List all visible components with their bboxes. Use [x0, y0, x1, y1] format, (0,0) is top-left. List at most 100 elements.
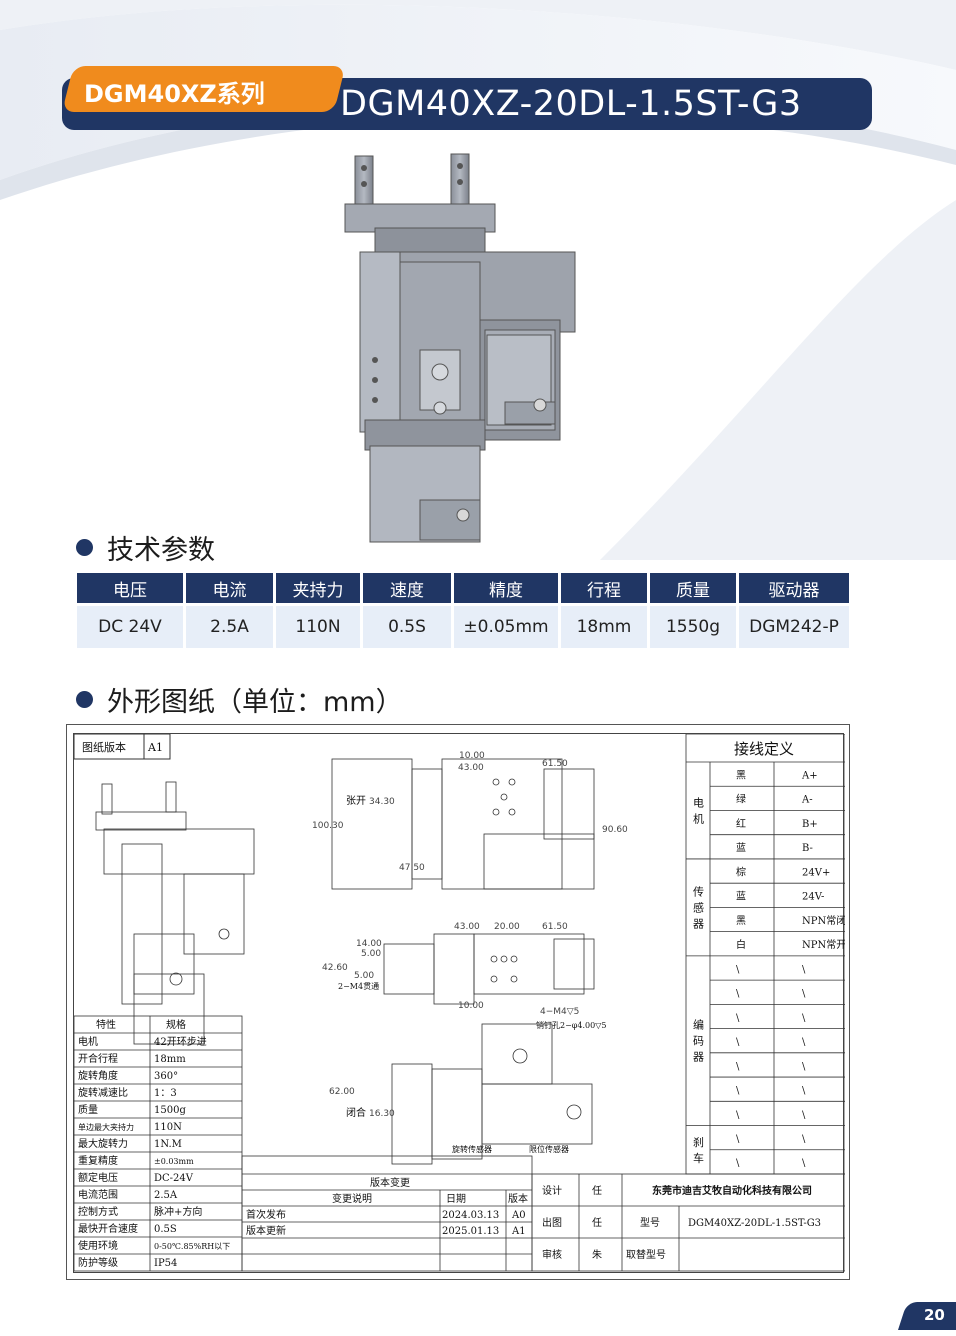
dim-text: 14.00: [356, 939, 382, 949]
wiring-color: \: [736, 1037, 740, 1048]
tb-review-by: 朱: [592, 1249, 602, 1261]
change-cell: 版本更新: [246, 1224, 286, 1237]
version-label: 图纸版本: [82, 740, 126, 754]
wiring-signal: \: [802, 989, 806, 1000]
dim-text: 43.00: [458, 763, 484, 773]
change-header: 日期: [446, 1193, 466, 1205]
spec-list-value: 2.5A: [154, 1190, 178, 1201]
wiring-color: \: [736, 1013, 740, 1024]
wiring-signal: \: [802, 964, 806, 975]
dim-text: 4−M4▽5: [540, 1007, 579, 1017]
wiring-signal: NPN常闭: [802, 914, 845, 927]
spec-header: 电压: [77, 573, 183, 603]
bullet-icon: [76, 539, 93, 556]
tb-drawn: 出图: [542, 1216, 562, 1229]
dim-text: 销钉孔2−φ4.00▽5: [536, 1020, 606, 1030]
dim-text: 限位传感器: [529, 1144, 569, 1154]
wiring-group-label: 电: [693, 796, 704, 809]
product-image: [344, 153, 576, 543]
wiring-signal: \: [802, 1110, 806, 1121]
tb-replace: 取替型号: [626, 1248, 666, 1261]
wiring-color: 蓝: [736, 842, 746, 854]
wiring-color: \: [736, 1086, 740, 1097]
dim-text: 5.00: [361, 949, 381, 959]
iso-sketch: [95, 781, 255, 1045]
wiring-group-label: 刹: [693, 1136, 704, 1149]
spec-value-row: DC 24V 2.5A 110N 0.5S ±0.05mm 18mm 1550g…: [77, 606, 849, 648]
spec-list-key: 单边最大夹持力: [78, 1122, 134, 1132]
spec-list-value: IP54: [154, 1258, 177, 1269]
change-table: [241, 1155, 533, 1272]
wiring-signal: A+: [801, 770, 818, 781]
spec-header: 质量: [650, 573, 736, 603]
view-side: [383, 933, 595, 1005]
spec-table: 电压 电流 夹持力 速度 精度 行程 质量 驱动器 DC 24V 2.5A 11…: [74, 570, 852, 651]
change-header: 版本: [508, 1192, 528, 1205]
wiring-group-label: 编: [693, 1018, 704, 1032]
wiring-group-label: 器: [693, 917, 704, 930]
spec-list-key: 特性: [96, 1018, 116, 1031]
spec-list-key: 最大旋转力: [78, 1137, 128, 1150]
wiring-color: \: [736, 1061, 740, 1072]
wiring-signal: 24V-: [802, 892, 824, 903]
spec-list-key: 质量: [78, 1104, 98, 1116]
spec-list-key: 旋转角度: [78, 1069, 118, 1082]
wiring-group-label: 感: [693, 901, 704, 914]
spec-header: 速度: [363, 573, 451, 603]
tb-drawn-by: 任: [592, 1216, 602, 1229]
wiring-color: \: [736, 1158, 740, 1169]
wiring-group-label: 机: [693, 811, 704, 825]
spec-list-key: 使用环境: [78, 1239, 118, 1252]
spec-list-key: 最快开合速度: [78, 1222, 138, 1235]
dim-text: 16.30: [369, 1109, 395, 1119]
dim-text: 2−M4贯通: [338, 981, 379, 991]
dim-text: 43.00: [454, 922, 480, 932]
wiring-table: [685, 734, 845, 1175]
drawing-heading: 外形图纸（单位：mm）: [76, 680, 403, 719]
spec-value: 110N: [276, 606, 360, 648]
wiring-group-label: 码: [693, 1035, 704, 1048]
wiring-color: 棕: [736, 865, 746, 878]
wiring-color: \: [736, 1110, 740, 1121]
wiring-color: 黑: [736, 769, 746, 781]
wiring-group-label: 器: [693, 1051, 704, 1064]
wiring-signal: \: [802, 1086, 806, 1097]
spec-header: 行程: [561, 573, 647, 603]
spec-value: ±0.05mm: [454, 606, 558, 648]
wiring-group-label: 传: [693, 885, 704, 898]
spec-list-key: 额定电压: [78, 1171, 118, 1184]
spec-list-key: 开合行程: [78, 1052, 118, 1065]
tech-params-heading: 技术参数: [76, 528, 215, 567]
dim-text: 61.50: [542, 922, 568, 932]
spec-list-key: 电流范围: [78, 1188, 118, 1201]
spec-list-value: 18mm: [154, 1054, 186, 1065]
series-label: DGM40XZ系列: [84, 80, 265, 108]
dim-text: 旋转传感器: [452, 1144, 492, 1154]
wiring-color: \: [736, 964, 740, 975]
page-number: 20: [924, 1306, 945, 1324]
wiring-signal: \: [802, 1134, 806, 1145]
spec-value: 18mm: [561, 606, 647, 648]
spec-value: 0.5S: [363, 606, 451, 648]
spec-value: DGM242-P: [739, 606, 849, 648]
spec-list-value: 脉冲+方向: [154, 1205, 202, 1218]
wiring-signal: \: [802, 1037, 806, 1048]
dim-text: 90.60: [602, 825, 628, 835]
view-open: [331, 758, 595, 890]
wiring-signal: \: [802, 1013, 806, 1024]
dim-text: 42.60: [322, 963, 348, 973]
dim-text: 闭合: [346, 1106, 366, 1119]
title-banner: DGM40XZ系列 DGM40XZ-20DL-1.5ST-G3: [62, 66, 872, 130]
change-cell: 2024.03.13: [442, 1210, 499, 1221]
wiring-color: 黑: [736, 915, 746, 927]
change-cell: A1: [511, 1226, 526, 1237]
dim-text: 10.00: [458, 1001, 484, 1011]
spec-header: 精度: [454, 573, 558, 603]
dim-text: 34.30: [369, 797, 395, 807]
dim-text: 100.30: [312, 821, 344, 831]
change-title: 版本变更: [370, 1176, 410, 1189]
spec-list-key: 重复精度: [78, 1154, 118, 1167]
drawing-canvas: 图纸版本 A1: [74, 734, 845, 1272]
dim-text: 10.00: [459, 751, 485, 761]
